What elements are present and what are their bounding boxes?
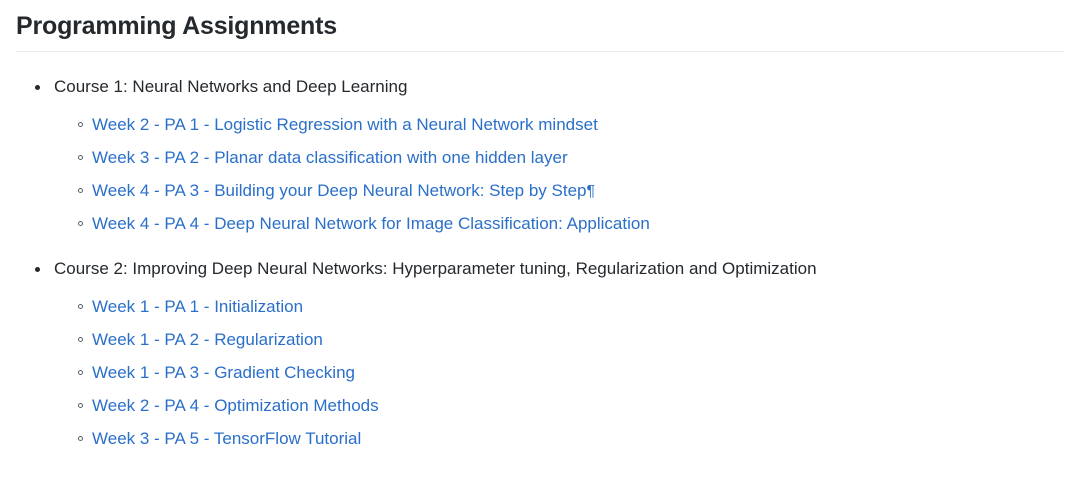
circle-bullet-icon bbox=[78, 122, 83, 127]
list-item: Week 2 - PA 1 - Logistic Regression with… bbox=[54, 108, 1080, 141]
title-divider bbox=[16, 51, 1064, 52]
course-item: Course 2: Improving Deep Neural Networks… bbox=[0, 256, 1080, 455]
disc-bullet-icon bbox=[35, 85, 40, 90]
list-item: Week 2 - PA 4 - Optimization Methods bbox=[54, 389, 1080, 422]
page-title: Programming Assignments bbox=[16, 12, 337, 40]
circle-bullet-icon bbox=[78, 188, 83, 193]
disc-bullet-icon bbox=[35, 267, 40, 272]
course-item: Course 1: Neural Networks and Deep Learn… bbox=[0, 74, 1080, 240]
list-item: Week 4 - PA 4 - Deep Neural Network for … bbox=[54, 207, 1080, 240]
list-item: Week 1 - PA 1 - Initialization bbox=[54, 290, 1080, 323]
assignment-link[interactable]: Week 1 - PA 1 - Initialization bbox=[92, 297, 304, 316]
assignment-link[interactable]: Week 1 - PA 2 - Regularization bbox=[92, 330, 323, 349]
list-item: Week 3 - PA 2 - Planar data classificati… bbox=[54, 141, 1080, 174]
assignment-link[interactable]: Week 4 - PA 4 - Deep Neural Network for … bbox=[92, 214, 650, 233]
circle-bullet-icon bbox=[78, 221, 83, 226]
anchor-pilcrow-icon[interactable]: ¶ bbox=[586, 183, 596, 200]
course-label: Course 1: Neural Networks and Deep Learn… bbox=[54, 77, 408, 96]
circle-bullet-icon bbox=[78, 337, 83, 342]
circle-bullet-icon bbox=[78, 436, 83, 441]
list-item: Week 1 - PA 2 - Regularization bbox=[54, 323, 1080, 356]
assignment-link[interactable]: Week 2 - PA 1 - Logistic Regression with… bbox=[92, 115, 598, 134]
assignment-link[interactable]: Week 4 - PA 3 - Building your Deep Neura… bbox=[92, 181, 587, 200]
circle-bullet-icon bbox=[78, 304, 83, 309]
assignment-link[interactable]: Week 1 - PA 3 - Gradient Checking bbox=[92, 363, 355, 382]
list-item: Week 1 - PA 3 - Gradient Checking bbox=[54, 356, 1080, 389]
assignment-link[interactable]: Week 2 - PA 4 - Optimization Methods bbox=[92, 396, 379, 415]
course-label: Course 2: Improving Deep Neural Networks… bbox=[54, 259, 817, 278]
list-item: Week 3 - PA 5 - TensorFlow Tutorial bbox=[54, 422, 1080, 455]
circle-bullet-icon bbox=[78, 370, 83, 375]
assignment-link[interactable]: Week 3 - PA 5 - TensorFlow Tutorial bbox=[92, 429, 362, 448]
assignment-list: Week 1 - PA 1 - Initialization Week 1 - … bbox=[54, 290, 1080, 455]
list-item: Week 4 - PA 3 - Building your Deep Neura… bbox=[54, 174, 1080, 207]
assignment-list: Week 2 - PA 1 - Logistic Regression with… bbox=[54, 108, 1080, 240]
course-list: Course 1: Neural Networks and Deep Learn… bbox=[0, 74, 1080, 455]
assignment-link[interactable]: Week 3 - PA 2 - Planar data classificati… bbox=[92, 148, 568, 167]
circle-bullet-icon bbox=[78, 403, 83, 408]
circle-bullet-icon bbox=[78, 155, 83, 160]
